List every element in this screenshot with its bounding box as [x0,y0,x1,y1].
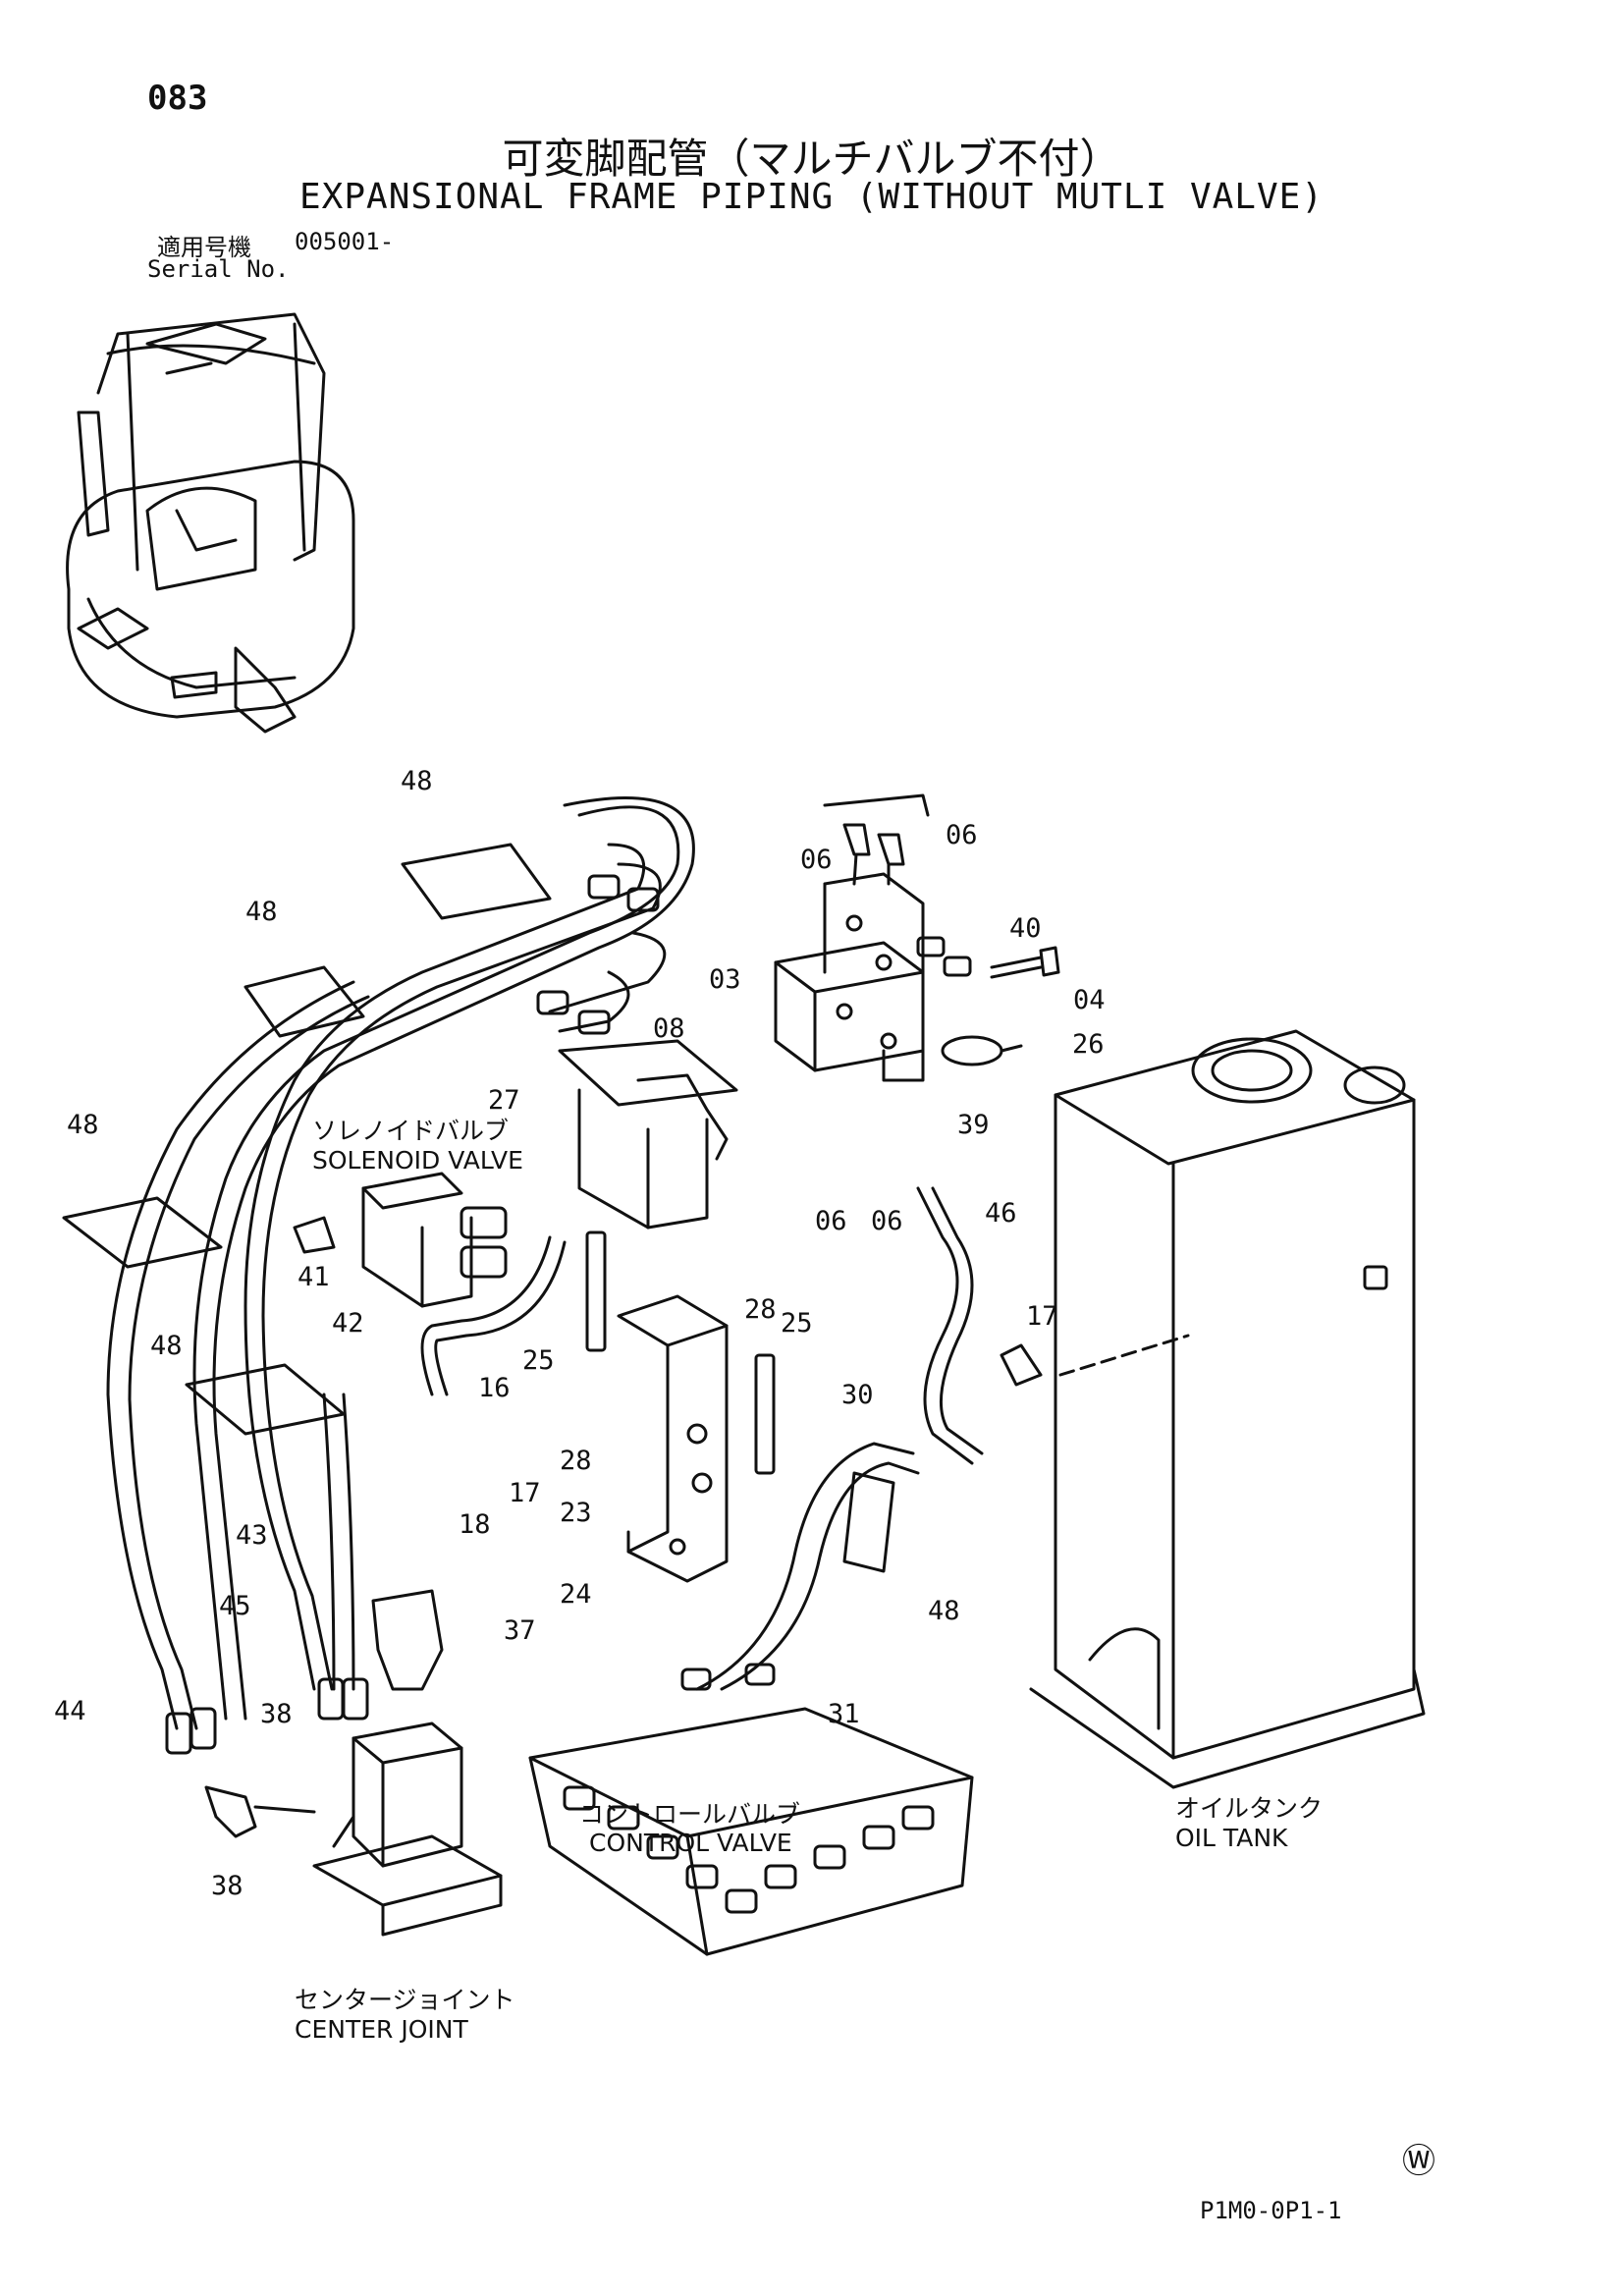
solenoid-valve [361,1172,508,1308]
callout-28: 28 [560,1446,592,1476]
serial-label-japanese: 適用号機 [157,234,251,261]
drawing-code: P1M0-0P1-1 [1200,2197,1342,2224]
page-number: 083 [147,79,208,118]
fitting [626,887,660,912]
serial-label-english: Serial No. [147,255,290,283]
callout-06: 06 [815,1206,847,1236]
protector-sheet [401,843,552,920]
callout-25: 25 [781,1308,813,1339]
excavator-thumbnail [66,312,355,734]
protector-sheet [62,1196,223,1269]
solenoid-valve-label-en: SOLENOID VALVE [312,1146,523,1175]
callout-26: 26 [1072,1029,1105,1060]
center-joint-label-en: CENTER JOINT [295,2015,468,2044]
callout-18: 18 [459,1509,491,1540]
callout-17: 17 [509,1478,541,1508]
callout-48: 48 [245,897,278,927]
fitting [342,1677,369,1721]
callout-31: 31 [828,1699,860,1729]
callout-45: 45 [219,1591,251,1621]
solenoid-valve-label-jp: ソレノイドバルブ [312,1117,510,1145]
center-joint-label-jp: センタージョイント [295,1986,515,2014]
callout-48: 48 [150,1331,183,1361]
fitting [536,990,569,1015]
callout-03: 03 [709,964,741,995]
callout-48: 48 [401,766,433,796]
callout-39: 39 [957,1110,990,1140]
callout-41: 41 [298,1262,330,1292]
serial-value: 005001- [295,228,395,255]
callout-04: 04 [1073,985,1106,1015]
oil-tank [1029,1029,1426,1789]
callout-16: 16 [478,1373,511,1403]
protector-sheet [842,1471,895,1573]
valve-block [774,872,925,1082]
callout-46: 46 [985,1198,1017,1229]
callout-17: 17 [1026,1301,1058,1332]
watermark-mark: Ⓦ [1402,2142,1435,2181]
callout-48: 48 [67,1110,99,1140]
callout-27: 27 [488,1085,520,1116]
control-valve [528,1707,974,1956]
callout-40: 40 [1009,913,1042,944]
protector-sheet [243,965,365,1038]
callout-23: 23 [560,1498,592,1528]
callout-43: 43 [236,1520,268,1551]
callout-42: 42 [332,1308,364,1339]
title-english: EXPANSIONAL FRAME PIPING (WITHOUT MUTLI … [299,177,1324,217]
callout-44: 44 [54,1696,86,1726]
control-valve-label-jp: コントロールバルブ [579,1800,801,1829]
callout-38: 38 [211,1871,243,1901]
callout-08: 08 [653,1013,685,1044]
callout-30: 30 [841,1380,874,1410]
protector-sheet [185,1363,346,1436]
fitting [587,874,621,900]
callout-06: 06 [871,1206,903,1236]
control-valve-label-en: CONTROL VALVE [589,1829,792,1857]
callout-25: 25 [522,1345,555,1376]
callout-24: 24 [560,1579,592,1610]
callout-37: 37 [504,1615,536,1646]
fitting [577,1010,611,1035]
fitting [189,1707,217,1750]
callout-48: 48 [928,1596,960,1626]
center-joint [312,1722,503,1937]
callout-06: 06 [946,820,978,850]
fitting [165,1712,192,1755]
callout-06: 06 [800,845,833,875]
callout-28: 28 [744,1294,777,1325]
oil-tank-label-jp: オイルタンク [1175,1794,1324,1823]
callout-38: 38 [260,1699,293,1729]
oil-tank-label-en: OIL TANK [1175,1824,1288,1852]
title-japanese: 可変脚配管（マルチバルブ不付） [502,135,1121,183]
